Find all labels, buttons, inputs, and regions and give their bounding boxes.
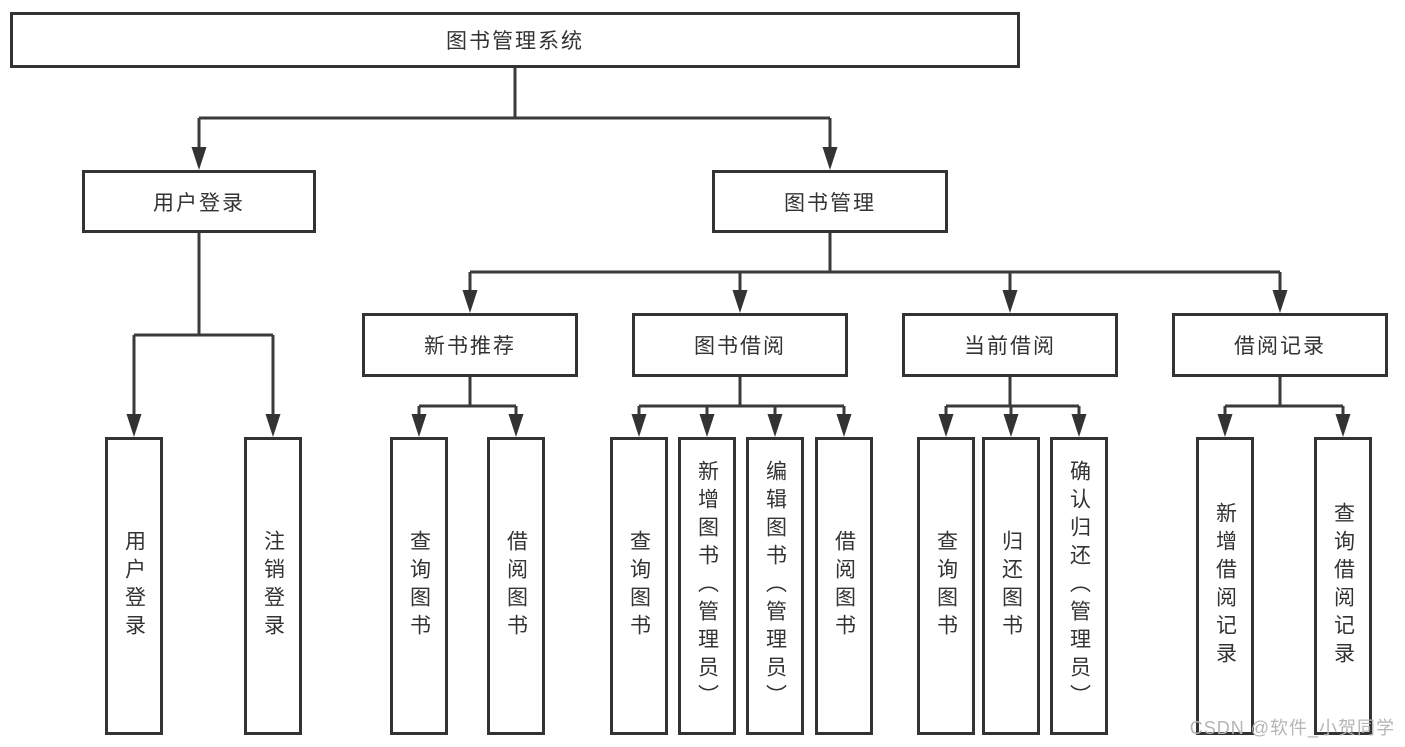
arrow-down-icon bbox=[836, 414, 852, 437]
node-root-library-system: 图书管理系统 bbox=[10, 12, 1020, 68]
arrow-down-icon bbox=[1335, 414, 1351, 437]
arrow-down-icon bbox=[126, 414, 142, 437]
leaf-label: 查询借阅记录 bbox=[1331, 502, 1355, 670]
edge-new-book-recommend-children bbox=[411, 377, 524, 437]
leaf-edit-books-admin: 编辑图书（管理员） bbox=[746, 437, 804, 735]
leaf-add-books-admin: 新增图书（管理员） bbox=[678, 437, 736, 735]
leaf-label: 查询图书 bbox=[407, 530, 431, 642]
arrow-down-icon bbox=[1003, 414, 1019, 437]
arrow-down-icon bbox=[767, 414, 783, 437]
leaf-label: 借阅图书 bbox=[832, 530, 856, 642]
node-book-borrow: 图书借阅 bbox=[632, 313, 848, 377]
node-borrow-records: 借阅记录 bbox=[1172, 313, 1388, 377]
arrow-down-icon bbox=[1272, 290, 1288, 313]
edge-root-to-level2 bbox=[191, 68, 838, 170]
leaf-label: 确认归还（管理员） bbox=[1067, 460, 1091, 712]
leaf-label: 查询图书 bbox=[627, 530, 651, 642]
edge-book-management-children bbox=[462, 233, 1288, 313]
leaf-label: 注销登录 bbox=[261, 530, 285, 642]
leaf-label: 编辑图书（管理员） bbox=[763, 460, 787, 712]
node-book-management: 图书管理 bbox=[712, 170, 948, 233]
arrow-down-icon bbox=[1002, 290, 1018, 313]
edge-user-login-children bbox=[126, 233, 281, 437]
leaf-borrow-books: 借阅图书 bbox=[815, 437, 873, 735]
leaf-label: 新增借阅记录 bbox=[1213, 502, 1237, 670]
leaf-label: 归还图书 bbox=[999, 530, 1023, 642]
arrow-down-icon bbox=[265, 414, 281, 437]
csdn-watermark: CSDN @软件_小贺同学 bbox=[1189, 718, 1395, 738]
leaf-label: 查询图书 bbox=[934, 530, 958, 642]
arrow-down-icon bbox=[411, 414, 427, 437]
node-current-borrow: 当前借阅 bbox=[902, 313, 1118, 377]
leaf-label: 新增图书（管理员） bbox=[695, 460, 719, 712]
edge-current-borrow-children bbox=[938, 377, 1087, 437]
node-user-login: 用户登录 bbox=[82, 170, 316, 233]
leaf-user-login: 用户登录 bbox=[105, 437, 163, 735]
leaf-borrow-books-recommend: 借阅图书 bbox=[487, 437, 545, 735]
leaf-query-books-current: 查询图书 bbox=[917, 437, 975, 735]
leaf-logout: 注销登录 bbox=[244, 437, 302, 735]
arrow-down-icon bbox=[508, 414, 524, 437]
leaf-query-books-borrow: 查询图书 bbox=[610, 437, 668, 735]
leaf-label: 用户登录 bbox=[122, 530, 146, 642]
arrow-down-icon bbox=[699, 414, 715, 437]
arrow-down-icon bbox=[462, 290, 478, 313]
arrow-down-icon bbox=[191, 147, 207, 170]
leaf-label: 借阅图书 bbox=[504, 530, 528, 642]
arrow-down-icon bbox=[732, 290, 748, 313]
arrow-down-icon bbox=[1071, 414, 1087, 437]
leaf-query-books-recommend: 查询图书 bbox=[390, 437, 448, 735]
arrow-down-icon bbox=[631, 414, 647, 437]
edge-book-borrow-children bbox=[631, 377, 852, 437]
leaf-query-borrow-record: 查询借阅记录 bbox=[1314, 437, 1372, 735]
leaf-return-books: 归还图书 bbox=[982, 437, 1040, 735]
leaf-add-borrow-record: 新增借阅记录 bbox=[1196, 437, 1254, 735]
arrow-down-icon bbox=[938, 414, 954, 437]
arrow-down-icon bbox=[822, 147, 838, 170]
node-new-book-recommend: 新书推荐 bbox=[362, 313, 578, 377]
edge-borrow-records-children bbox=[1217, 377, 1351, 437]
leaf-confirm-return-admin: 确认归还（管理员） bbox=[1050, 437, 1108, 735]
arrow-down-icon bbox=[1217, 414, 1233, 437]
